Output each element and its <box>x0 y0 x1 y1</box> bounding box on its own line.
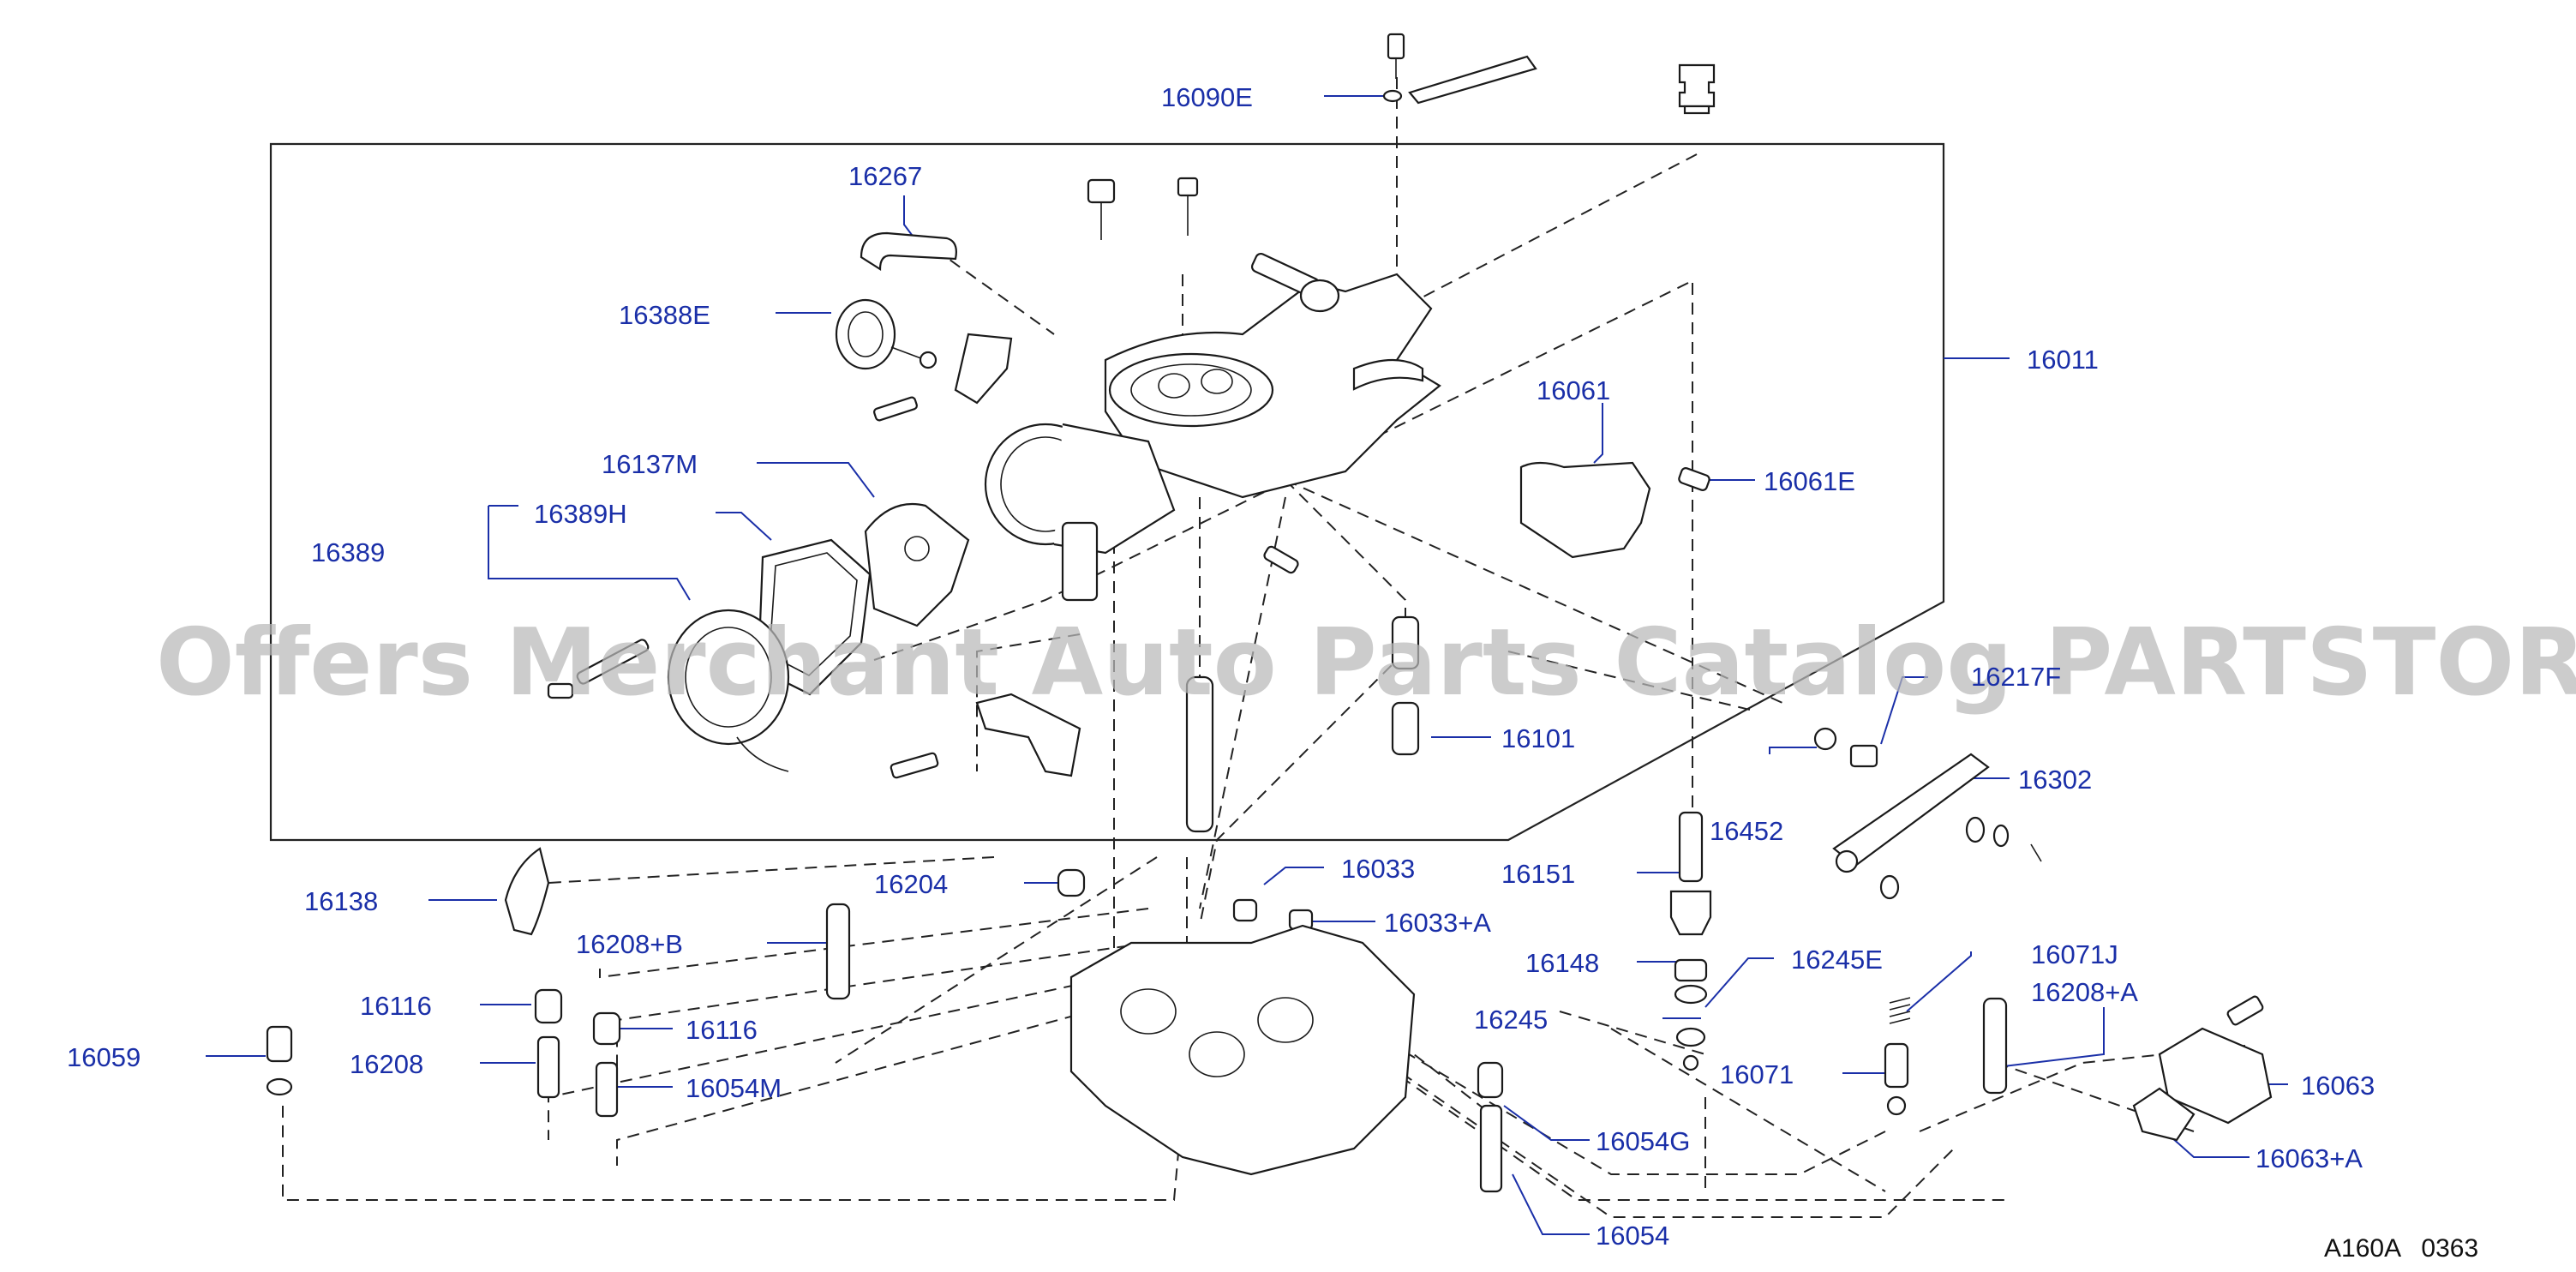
callout-16138[interactable]: 16138 <box>304 886 378 916</box>
part-drawings <box>266 33 2273 1193</box>
callout-16208[interactable]: 16208 <box>350 1049 423 1079</box>
callout-16137M[interactable]: 16137M <box>602 449 698 479</box>
callout-16061[interactable]: 16061 <box>1537 375 1610 405</box>
callout-16071[interactable]: 16071 <box>1720 1059 1794 1089</box>
callout-16059[interactable]: 16059 <box>67 1042 141 1072</box>
callout-16116-left[interactable]: 16116 <box>360 991 432 1021</box>
callout-16090E[interactable]: 16090E <box>1161 82 1253 112</box>
callout-16061E[interactable]: 16061E <box>1764 466 1855 496</box>
leader-lines <box>206 95 2288 1235</box>
callout-16245[interactable]: 16245 <box>1474 1005 1548 1035</box>
callout-16245E[interactable]: 16245E <box>1791 945 1883 975</box>
callout-16054[interactable]: 16054 <box>1596 1221 1669 1251</box>
callout-16116-right[interactable]: 16116 <box>686 1015 758 1045</box>
callout-16033-plus-a[interactable]: 16033+A <box>1384 908 1491 938</box>
assembly-frame <box>269 142 1945 842</box>
callout-16054M[interactable]: 16054M <box>686 1073 782 1103</box>
callout-16389[interactable]: 16389 <box>311 537 385 567</box>
callout-16389H[interactable]: 16389H <box>534 499 627 529</box>
callout-16148[interactable]: 16148 <box>1525 948 1599 978</box>
callout-16054G[interactable]: 16054G <box>1596 1126 1690 1156</box>
callout-16208-plus-b[interactable]: 16208+B <box>576 929 683 959</box>
callout-16452[interactable]: 16452 <box>1710 816 1783 846</box>
callout-16388E[interactable]: 16388E <box>619 300 710 330</box>
callout-16217F[interactable]: 16217F <box>1971 662 2061 692</box>
callout-16204[interactable]: 16204 <box>874 869 948 899</box>
callout-labels: 16090E 16267 16388E 16011 16061 16061E 1… <box>67 82 2375 1251</box>
callout-16011[interactable]: 16011 <box>2027 345 2099 375</box>
callout-16063-plus-a[interactable]: 16063+A <box>2255 1143 2363 1173</box>
callout-16101[interactable]: 16101 <box>1501 723 1575 753</box>
callout-16302[interactable]: 16302 <box>2018 765 2092 795</box>
callout-16063[interactable]: 16063 <box>2301 1071 2375 1101</box>
callout-16267[interactable]: 16267 <box>848 161 922 191</box>
callout-16151[interactable]: 16151 <box>1501 859 1575 889</box>
callout-16033[interactable]: 16033 <box>1341 854 1415 884</box>
callout-16208-plus-a[interactable]: 16208+A <box>2031 977 2138 1007</box>
diagram-code: A160A 0363 <box>2324 1234 2478 1263</box>
callout-16071J[interactable]: 16071J <box>2031 939 2118 969</box>
watermark-text: Offers Merchant Auto Parts Catalog PARTS… <box>156 609 2576 717</box>
